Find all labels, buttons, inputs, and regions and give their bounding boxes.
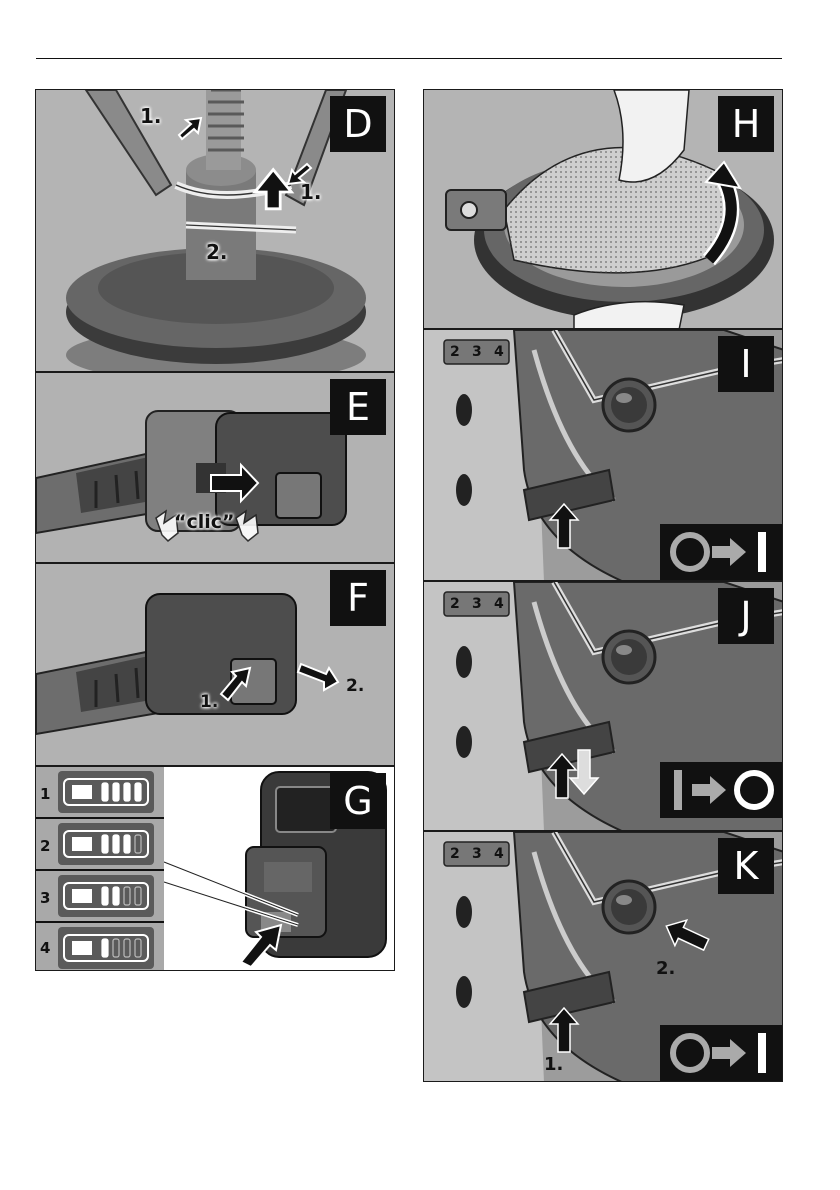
dial-number: 3 (472, 596, 482, 612)
charge-level-number: 1 (40, 785, 50, 803)
panel-j: 2 3 4 J (423, 581, 783, 831)
step-label: 2. (656, 958, 675, 979)
led-on (102, 835, 108, 853)
charge-level-number: 2 (40, 837, 50, 855)
led-on (102, 939, 108, 957)
panel-k: 2 3 4 2. 1. K (423, 831, 783, 1082)
led-on (124, 783, 130, 801)
dial-number: 2 (450, 846, 460, 862)
charge-level-bars (58, 771, 158, 971)
dial-number: 2 (450, 344, 460, 360)
step-label: 1. (200, 692, 218, 712)
charge-level-legend: 1 2 3 4 (36, 767, 164, 971)
dial-number: 3 (472, 846, 482, 862)
panel-letter: J (718, 588, 774, 644)
dial-number: 3 (472, 344, 482, 360)
off-to-on-symbol (660, 1025, 782, 1081)
panel-letter: E (330, 379, 386, 435)
step-label: 2. (206, 240, 228, 264)
panel-letter: G (330, 773, 386, 829)
panel-f: 1. 2. F (35, 563, 395, 766)
panel-letter: F (330, 570, 386, 626)
dial-number: 4 (494, 596, 504, 612)
panel-letter: H (718, 96, 774, 152)
led-off (113, 939, 119, 957)
led-off (124, 939, 130, 957)
led-on (124, 835, 130, 853)
header-rule (36, 58, 782, 59)
panel-d: 1. 1. 2. D (35, 89, 395, 372)
led-on (135, 783, 141, 801)
off-to-on-symbol (660, 524, 782, 580)
panel-i: 2 3 4 I (423, 329, 783, 581)
panel-h: H (423, 89, 783, 329)
step-label: 1. (544, 1054, 563, 1075)
panel-letter: K (718, 838, 774, 894)
panel-letter: I (718, 336, 774, 392)
dial-number: 4 (494, 344, 504, 360)
battery-icon (72, 889, 92, 903)
step-label: 1. (300, 180, 322, 204)
step-label: 1. (140, 104, 162, 128)
battery-icon (72, 785, 92, 799)
panel-e: “clic” E (35, 372, 395, 563)
step-label: 2. (346, 676, 364, 696)
battery-icon (72, 837, 92, 851)
charge-level-number: 3 (40, 889, 50, 907)
led-off (135, 835, 141, 853)
panel-g: 1 2 3 4 G (35, 766, 395, 971)
on-to-off-symbol (660, 762, 782, 818)
panel-letter: D (330, 96, 386, 152)
led-off (124, 887, 130, 905)
led-on (102, 887, 108, 905)
led-off (135, 939, 141, 957)
led-on (113, 887, 119, 905)
led-off (135, 887, 141, 905)
led-on (102, 783, 108, 801)
dial-number: 2 (450, 596, 460, 612)
dial-number: 4 (494, 846, 504, 862)
battery-icon (72, 941, 92, 955)
led-on (113, 783, 119, 801)
led-on (113, 835, 119, 853)
charge-level-number: 4 (40, 939, 50, 957)
click-sound-label: “clic” (174, 511, 235, 533)
